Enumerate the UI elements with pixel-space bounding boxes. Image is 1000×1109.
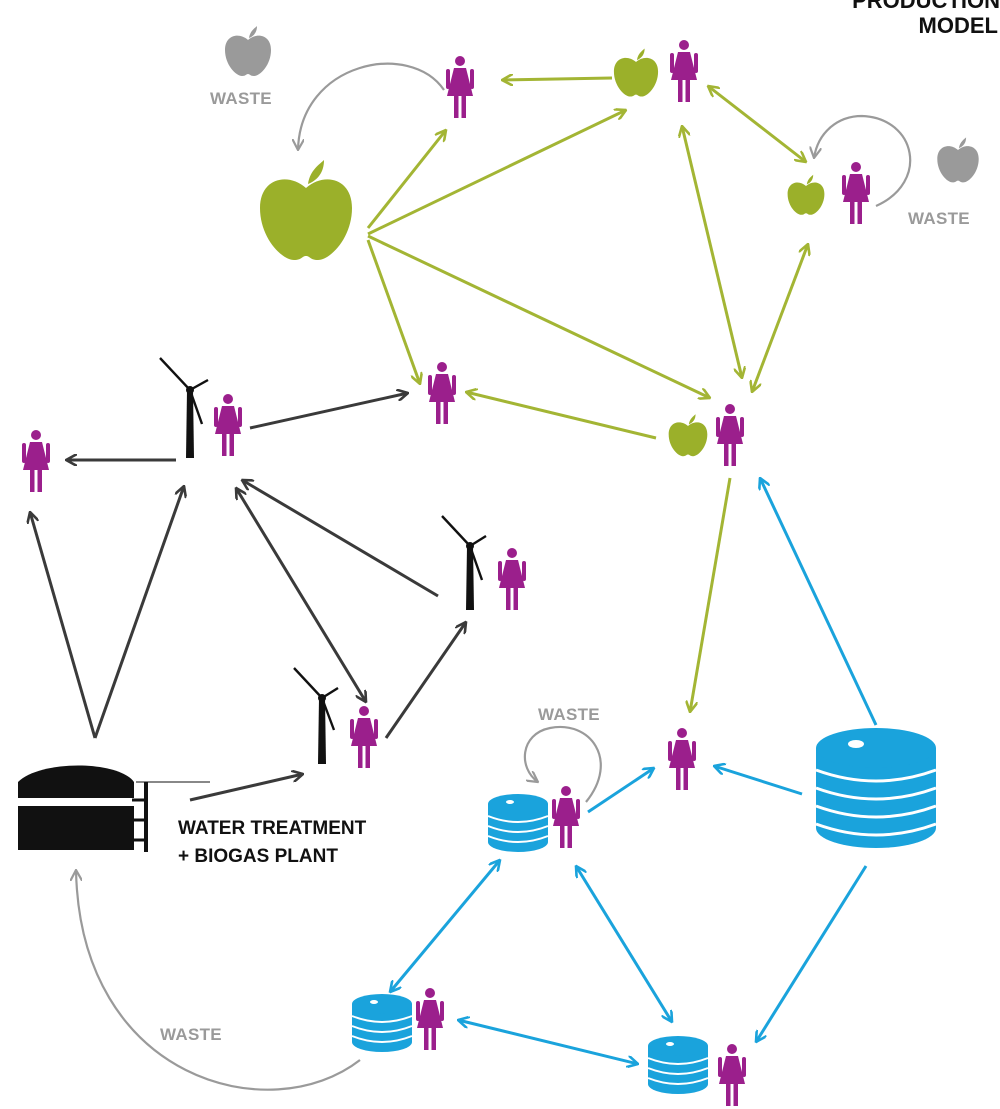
apple-flow-arrow <box>366 130 446 229</box>
apple-icon <box>937 137 979 183</box>
energy-flow-arrow <box>189 774 303 802</box>
person-icon <box>670 40 698 102</box>
water-flow-arrow <box>714 766 803 796</box>
wind-turbine-icon <box>441 515 487 610</box>
waste-flow-arrow <box>76 870 361 1091</box>
energy-flows <box>30 393 466 802</box>
water-flow-arrow <box>458 1020 638 1064</box>
energy-flow-arrow <box>249 393 408 430</box>
waste-flows <box>76 62 912 1091</box>
waste-flow-arrow <box>814 114 912 208</box>
water-flow-arrow <box>390 860 500 992</box>
person-icon <box>498 548 526 610</box>
waste-label: WASTE <box>908 209 970 228</box>
person-icon <box>552 786 580 848</box>
apple-flow-arrow <box>366 239 420 384</box>
svg-text:PRODUCTION: PRODUCTION <box>852 0 1000 13</box>
person-icon <box>416 988 444 1050</box>
apple-flow-arrow <box>690 477 732 712</box>
energy-flow-arrow <box>242 480 439 598</box>
apple-icon <box>613 48 659 97</box>
apple-flow-arrow <box>502 78 613 80</box>
water-tank-icon <box>487 794 549 852</box>
water-flow-arrow <box>587 768 654 814</box>
energy-flow-arrow <box>236 488 366 702</box>
apple-icon <box>225 26 271 76</box>
diagram-title: PRODUCTION MODEL <box>852 0 1000 38</box>
water-tank-icon <box>815 728 937 848</box>
svg-text:MODEL: MODEL <box>919 13 998 38</box>
water-flow-arrow <box>756 865 868 1042</box>
plant-label: WATER TREATMENT <box>178 818 367 839</box>
apple-icon <box>787 174 825 215</box>
waste-label: WASTE <box>538 705 600 724</box>
apple-flow-arrow <box>708 86 806 162</box>
water-flows <box>390 478 878 1064</box>
person-icon <box>668 728 696 790</box>
apple-flow-arrow <box>466 392 657 440</box>
person-icon <box>446 56 474 118</box>
person-icon <box>718 1044 746 1106</box>
apple-flow-arrow <box>682 126 742 378</box>
energy-flow-arrow <box>93 486 184 739</box>
water-tank-icon <box>351 994 413 1052</box>
wind-turbine-icon <box>159 357 209 458</box>
apple-icon <box>260 160 352 260</box>
energy-flow-arrow <box>384 622 466 739</box>
apple-icon <box>668 414 708 457</box>
plant-label: + BIOGAS PLANT <box>178 846 338 867</box>
apple-flow-arrow <box>367 234 710 398</box>
people-layer <box>22 40 870 1106</box>
person-icon <box>428 362 456 424</box>
person-icon <box>22 430 50 492</box>
person-icon <box>716 404 744 466</box>
person-icon <box>350 706 378 768</box>
water-flow-arrow <box>760 478 878 726</box>
water-tank-icon <box>647 1036 709 1094</box>
waste-label: WASTE <box>210 89 272 108</box>
person-icon <box>214 394 242 456</box>
waste-label: WASTE <box>160 1025 222 1044</box>
water-flow-arrow <box>576 866 672 1022</box>
apple-flows <box>366 78 808 712</box>
person-icon <box>842 162 870 224</box>
waste-flow-arrow <box>298 62 445 150</box>
biogas-plant-icon <box>18 765 210 852</box>
wind-turbine-icon <box>293 667 339 764</box>
apple-flow-arrow <box>752 244 808 392</box>
waste-flow-arrow <box>523 725 602 803</box>
apple-flow-arrow <box>367 110 626 236</box>
energy-flow-arrow <box>30 512 97 739</box>
